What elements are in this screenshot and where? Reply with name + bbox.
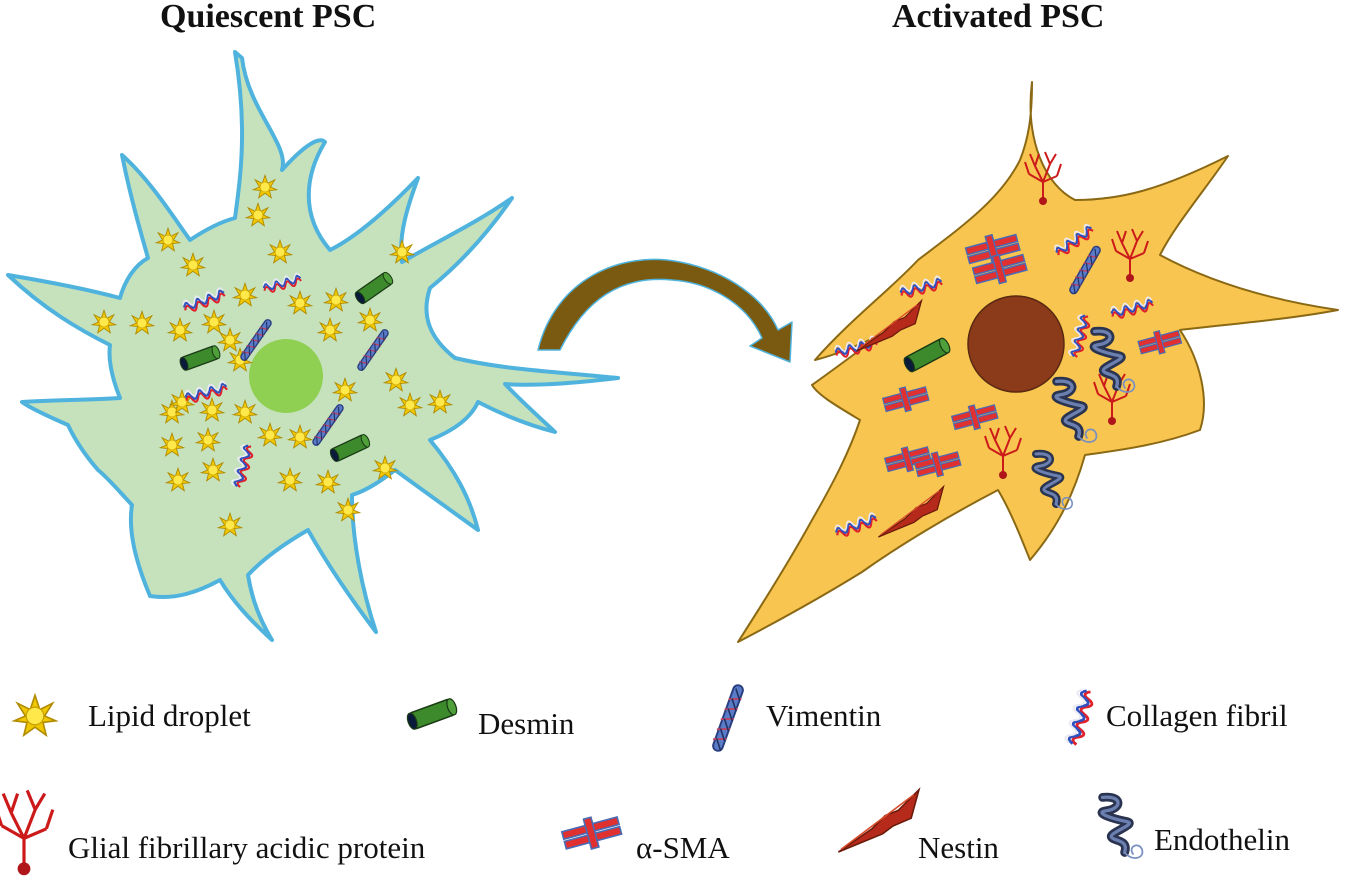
endothelin-icon [1102, 797, 1142, 858]
desmin-icon [404, 696, 460, 732]
nestin-icon [837, 788, 920, 853]
gfap-icon [0, 788, 55, 877]
lipid-droplet-icon [13, 694, 57, 737]
quiescent-cell-body [6, 50, 620, 642]
legend-label-desmin: Desmin [478, 706, 575, 741]
legend-label-collagen-fibril: Collagen fibril [1106, 698, 1288, 733]
legend-label-lipid-droplet: Lipid droplet [88, 698, 251, 733]
activation-arrow [537, 258, 793, 363]
activated-title: Activated PSC [892, 0, 1105, 35]
legend-label-endothelin: Endothelin [1154, 822, 1291, 857]
legend-label-asma: α-SMA [636, 830, 730, 865]
quiescent-nucleus [249, 339, 323, 413]
collagen-fibril-icon [1063, 687, 1097, 748]
legend-label-gfap: Glial fibrillary acidic protein [68, 830, 426, 865]
activated-nucleus [967, 295, 1065, 393]
activated-cell [737, 81, 1339, 643]
legend-label-nestin: Nestin [918, 830, 999, 865]
legend-label-vimentin: Vimentin [766, 698, 882, 733]
quiescent-cell [6, 50, 620, 642]
quiescent-title: Quiescent PSC [160, 0, 377, 35]
asma-icon [559, 809, 625, 857]
vimentin-icon [702, 689, 755, 751]
